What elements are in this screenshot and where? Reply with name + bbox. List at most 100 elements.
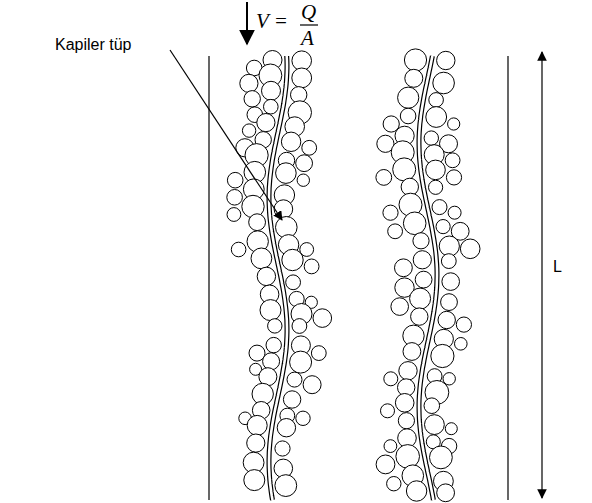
soil-grain <box>393 158 416 181</box>
soil-grain <box>424 131 438 145</box>
soil-grain <box>376 170 392 186</box>
soil-grain <box>410 288 431 309</box>
soil-grain <box>244 91 260 107</box>
soil-grain <box>242 124 255 137</box>
soil-grain <box>456 317 471 332</box>
soil-grain <box>244 470 265 491</box>
soil-grain <box>275 441 290 456</box>
soil-grain <box>438 311 455 328</box>
soil-grain <box>424 398 440 414</box>
soil-grain <box>240 74 258 92</box>
soil-grain <box>403 212 426 235</box>
soil-grain <box>391 298 409 316</box>
soil-grain <box>448 118 460 130</box>
soil-grain <box>292 319 307 334</box>
soil-grain <box>441 254 456 269</box>
soil-grain <box>302 140 317 155</box>
soil-grain <box>398 87 419 108</box>
soil-grain <box>311 346 326 361</box>
soil-grain <box>276 163 297 184</box>
soil-grain <box>439 236 459 256</box>
soil-grain <box>303 376 321 394</box>
velocity-formula: Q <box>301 1 316 24</box>
soil-grain <box>384 440 397 453</box>
soil-grain <box>282 249 303 270</box>
soil-grain <box>383 205 398 220</box>
capillary-tubes <box>269 56 437 500</box>
tube-bore <box>419 56 437 500</box>
soil-grain <box>460 239 480 259</box>
tube-label: Kapiler tüp <box>55 36 132 54</box>
soil-grain <box>296 155 313 172</box>
soil-grain <box>426 160 446 180</box>
soil-grain <box>281 132 300 151</box>
soil-grain <box>436 220 450 234</box>
tube-wall <box>269 56 287 500</box>
soil-grain <box>231 242 246 257</box>
soil-grain <box>433 72 455 94</box>
soil-grain <box>403 343 421 361</box>
container-wall <box>208 56 209 500</box>
soil-grain <box>429 93 444 108</box>
fraction-bar <box>300 24 318 25</box>
soil-grain <box>297 174 309 186</box>
soil-grains <box>227 49 480 502</box>
tube-bore <box>269 56 287 500</box>
soil-grain <box>263 353 280 370</box>
soil-grain <box>388 224 403 239</box>
length-dimension <box>541 52 542 498</box>
soil-grain <box>313 309 332 328</box>
soil-grain <box>266 337 281 352</box>
soil-grain <box>381 404 395 418</box>
soil-grain <box>274 200 293 219</box>
soil-grain <box>286 275 301 290</box>
soil-grain <box>426 107 447 128</box>
soil-grain <box>247 415 267 435</box>
soil-grain <box>260 300 281 321</box>
soil-grain <box>411 308 428 325</box>
soil-grain <box>296 411 310 425</box>
soil-grain <box>405 69 423 87</box>
soil-grain <box>429 180 443 194</box>
soil-grain <box>442 273 460 291</box>
soil-grain <box>446 170 461 185</box>
soil-grain <box>425 415 445 435</box>
soil-grain <box>264 99 279 114</box>
soil-grain <box>430 446 453 469</box>
soil-grain <box>395 394 414 413</box>
flow-arrow <box>246 2 248 44</box>
soil-grain <box>304 259 319 274</box>
soil-grain <box>413 251 431 269</box>
soil-grain <box>268 319 282 333</box>
soil-grain <box>398 413 414 429</box>
length-label: L <box>553 258 562 276</box>
soil-grain <box>257 267 275 285</box>
soil-grain <box>227 190 243 206</box>
container-wall <box>507 56 508 500</box>
soil-grain <box>432 200 447 215</box>
soil-grain <box>445 153 460 168</box>
tube-wall <box>419 56 437 500</box>
soil-grain <box>396 445 420 469</box>
soil-grain <box>395 259 413 277</box>
soil-grain <box>277 419 295 437</box>
soil-grain <box>399 362 417 380</box>
soil-grain <box>376 455 395 474</box>
soil-grain <box>287 372 302 387</box>
soil-grain <box>448 206 461 219</box>
soil-grain <box>249 214 266 231</box>
soil-grain <box>441 294 458 311</box>
soil-grain <box>262 81 281 100</box>
soil-grain <box>413 233 429 249</box>
soil-grain <box>292 68 312 88</box>
soil-grain <box>384 372 398 386</box>
soil-grain <box>431 344 454 367</box>
soil-grain <box>227 172 243 188</box>
velocity-formula: V = <box>256 10 288 33</box>
soil-grain <box>227 208 241 222</box>
soil-grain <box>437 51 455 69</box>
soil-grain <box>283 391 300 408</box>
soil-grain <box>290 351 312 373</box>
soil-grain <box>387 477 401 491</box>
